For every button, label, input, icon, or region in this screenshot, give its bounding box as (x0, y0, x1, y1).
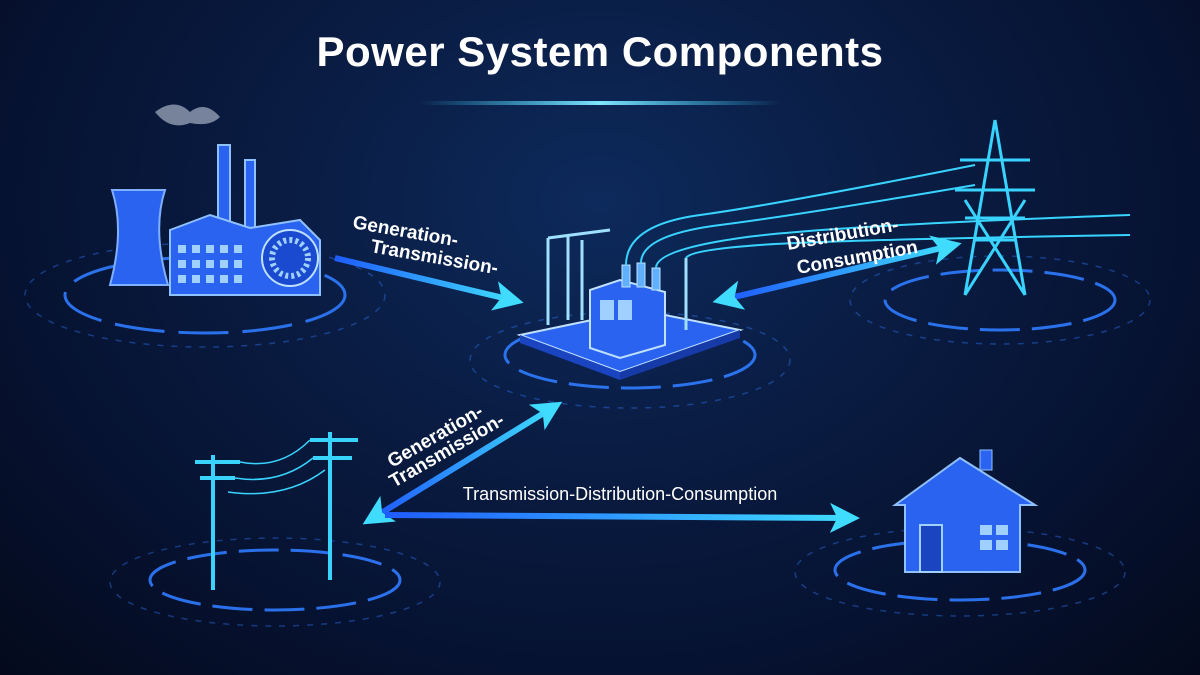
power-lines (625, 164, 1131, 269)
title-glow-divider (420, 101, 780, 105)
arrow-substation-tower (712, 235, 962, 310)
label-transmission-distribution-consumption: Transmission-Distribution-Consumption (463, 484, 777, 504)
factory-cooling-tower-icon (108, 104, 321, 296)
transformer-substation-icon (516, 164, 1131, 380)
house-icon (891, 449, 1039, 573)
arrow-poles-to-house (384, 502, 860, 533)
substation-platform (469, 311, 791, 409)
lattice-tower-icon (955, 119, 1035, 296)
arrow-poles-substation (362, 401, 563, 525)
utility-pole-icon (195, 432, 358, 590)
poles-platform (109, 537, 441, 627)
page-title: Power System Components (316, 28, 884, 75)
tower-platform (849, 255, 1151, 345)
arrow-plant-to-substation (334, 255, 524, 311)
